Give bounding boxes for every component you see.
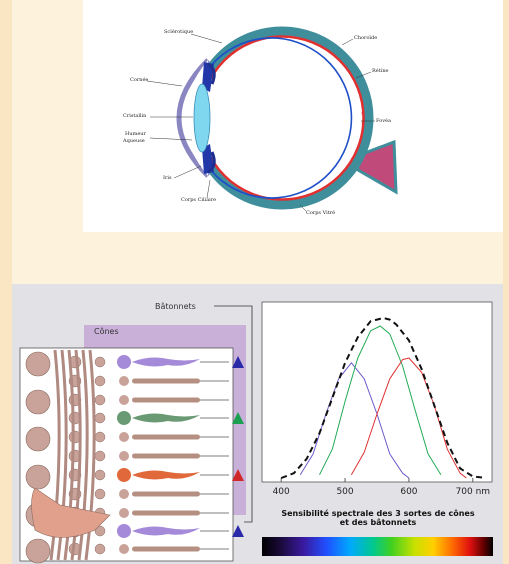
chart-title-line2: et des bâtonnets bbox=[260, 518, 496, 527]
chart-plot-area bbox=[262, 302, 492, 482]
x-tick-label: 600 bbox=[400, 487, 417, 497]
x-tick-label: 500 bbox=[336, 487, 353, 497]
x-tick-label: 700 nm bbox=[456, 487, 491, 497]
spectrum-bar bbox=[262, 537, 493, 556]
x-tick-label: 400 bbox=[273, 487, 290, 497]
chart-title-line1: Sensibilité spectrale des 3 sortes de cô… bbox=[260, 509, 496, 518]
